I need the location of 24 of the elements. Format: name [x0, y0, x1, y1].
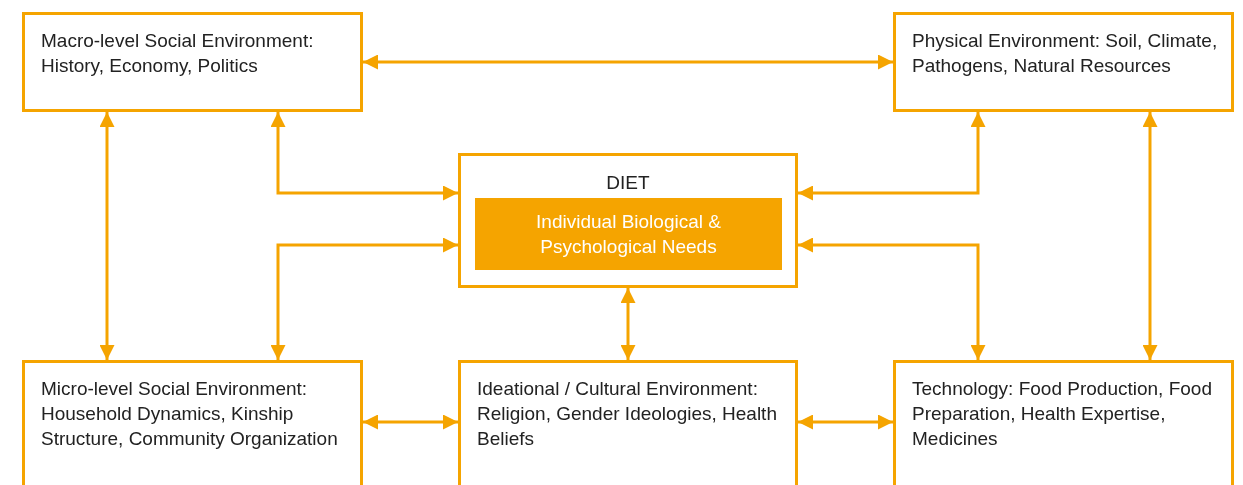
box-label: Physical Environment: Soil, Climate, Pathogens, Natural Resources — [912, 29, 1219, 78]
diet-box — [458, 153, 798, 288]
double-arrow — [620, 288, 636, 360]
double-arrow — [798, 237, 986, 360]
double-arrow — [270, 112, 458, 201]
double-arrow — [1142, 112, 1158, 360]
double-arrow — [798, 414, 893, 430]
factor-box — [893, 12, 1234, 112]
box-label: Ideational / Cultural Environment: Religion, Gender Ideologies, Health Beliefs — [477, 377, 778, 451]
factor-box — [458, 360, 798, 485]
double-arrow — [99, 112, 115, 360]
box-label: Technology: Food Production, Food Preparation, Health Expertise, Medicines — [912, 377, 1213, 451]
box-label: Macro-level Social Environment: History, Economy, Politics — [41, 29, 315, 78]
double-arrow — [363, 54, 893, 70]
double-arrow — [270, 237, 458, 360]
box-label: Individual Biological & Psychological Needs — [535, 210, 722, 259]
factor-box — [893, 360, 1234, 485]
double-arrow — [798, 112, 986, 201]
box-label: Micro-level Social Environment: Household Dynamics, Kinship Structure, Community Organization — [41, 377, 339, 451]
factor-box — [22, 12, 363, 112]
box-heading: DIET — [605, 171, 651, 195]
double-arrow — [363, 414, 458, 430]
needs-box — [475, 198, 782, 270]
factor-box — [22, 360, 363, 485]
